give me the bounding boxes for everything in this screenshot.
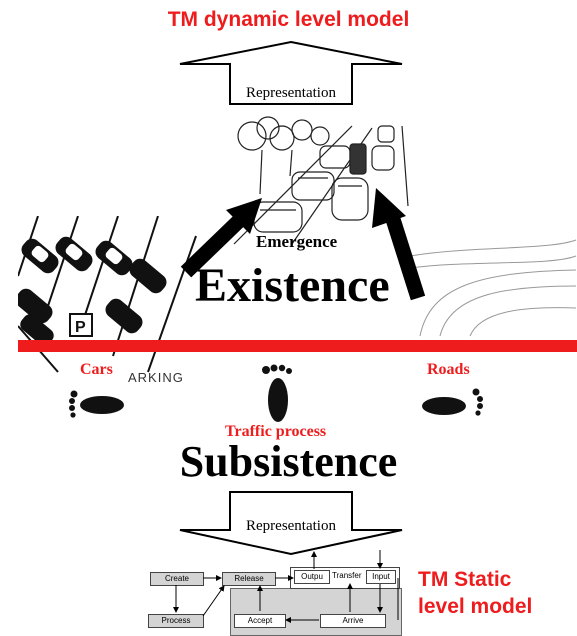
representation-label-bottom: Representation <box>246 518 336 534</box>
flow-input-box: Input <box>366 570 396 584</box>
flow-release-box: Release <box>222 572 276 586</box>
flow-accept-box: Accept <box>234 614 286 628</box>
flow-transfer-label: Transfer <box>332 571 362 580</box>
footprint-right-icon <box>422 388 483 416</box>
static-model-title: TM Static level model <box>418 566 532 620</box>
subsistence-heading: Subsistence <box>179 437 398 486</box>
traffic-jam-illustration <box>233 116 409 245</box>
dynamic-model-title: TM dynamic level model <box>167 8 410 31</box>
static-model-title-line2: level model <box>418 595 533 618</box>
emergence-arrows <box>180 188 426 301</box>
red-divider <box>18 340 577 352</box>
representation-down-arrow <box>179 491 403 556</box>
roads-label: Roads <box>427 361 470 378</box>
footprint-center-icon <box>262 364 292 422</box>
representation-up-arrow <box>179 40 403 105</box>
existence-heading: Existence <box>195 259 390 312</box>
flow-process-box: Process <box>148 614 204 628</box>
emergence-label: Emergence <box>256 232 338 251</box>
svg-text:P: P <box>75 319 86 336</box>
traffic-process-label: Traffic process <box>225 423 327 440</box>
flow-connectors <box>173 550 399 623</box>
static-model-title-line1: TM Static <box>418 568 512 591</box>
flow-output-box: Outpu <box>294 570 330 584</box>
parking-lot-illustration: P <box>18 216 197 373</box>
road-illustration <box>410 239 577 337</box>
footprint-left-icon <box>69 390 124 418</box>
flow-arrive-box: Arrive <box>320 614 386 628</box>
flow-process-region <box>230 588 402 636</box>
parking-text-fragment: ARKING <box>128 370 184 385</box>
cars-label: Cars <box>80 361 113 378</box>
representation-label-top: Representation <box>246 85 336 101</box>
flow-create-box: Create <box>150 572 204 586</box>
